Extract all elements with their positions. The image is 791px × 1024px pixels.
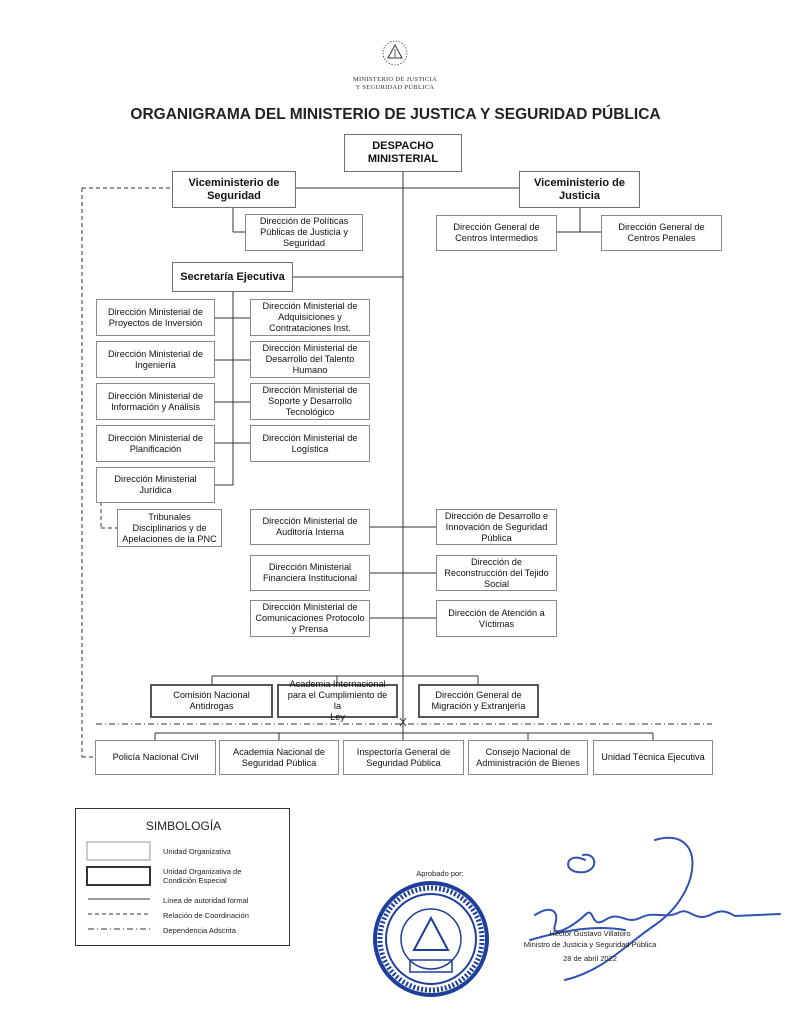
unit-proyectos-inversion: Dirección Ministerial de Proyectos de In…: [96, 299, 215, 336]
unit-inspectoria-general: Inspectoría General de Seguridad Pública: [343, 740, 464, 775]
unit-innovacion-seguridad: Dirección de Desarrollo e Innovación de …: [436, 509, 557, 545]
legend: SIMBOLOGÍA Unidad Organizativa Unidad Or…: [75, 808, 290, 946]
unit-migracion-extranjeria: Dirección General de Migración y Extranj…: [418, 684, 539, 718]
unit-atencion-victimas: Dirección de Atención a Víctimas: [436, 600, 557, 637]
unit-ingenieria: Dirección Ministerial de Ingeniería: [96, 341, 215, 378]
approved-by-label: Aprobado por:: [416, 869, 464, 878]
unit-policia-nacional-civil: Policía Nacional Civil: [95, 740, 216, 775]
legend-relacion-coordinacion: Relación de Coordinación: [163, 911, 249, 920]
unit-tecnica-ejecutiva: Unidad Técnica Ejecutiva: [593, 740, 713, 775]
page-title: ORGANIGRAMA DEL MINISTERIO DE JUSTICA Y …: [130, 106, 661, 123]
signatory-name: Héctor Gustavo Villatoro: [549, 929, 631, 938]
unit-reconstruccion-tejido-social: Dirección de Reconstrucción del Tejido S…: [436, 555, 557, 591]
unit-informacion-analisis: Dirección Ministerial de Información y A…: [96, 383, 215, 420]
unit-consejo-bienes: Consejo Nacional de Administración de Bi…: [468, 740, 588, 775]
signatory-position: Ministro de Justicia y Seguridad Pública: [523, 940, 657, 949]
legend-title: SIMBOLOGÍA: [145, 819, 222, 833]
unit-viceministerio-seguridad: Viceministerio de Seguridad: [172, 171, 296, 208]
unit-academia-nacional: Academia Nacional de Seguridad Pública: [219, 740, 339, 775]
legend-dependencia-adscrita: Dependencia Adscrita: [163, 926, 236, 935]
legend-unidad-organizativa: Unidad Organizativa: [163, 847, 231, 856]
coat-of-arms-icon: [380, 38, 410, 68]
legend-linea-autoridad: Línea de autoridad formal: [163, 896, 249, 905]
unit-despacho-ministerial: DESPACHO MINISTERIAL: [344, 134, 462, 172]
unit-adquisiciones: Dirección Ministerial de Adquisiciones y…: [250, 299, 370, 336]
ministry-seal-icon: [372, 880, 490, 998]
unit-tribunales-disciplinarios: Tribunales Disciplinarios y de Apelacion…: [117, 509, 222, 547]
legend-condicion-especial: Unidad Organizativa de Condición Especia…: [163, 867, 242, 885]
unit-centros-intermedios: Dirección General de Centros Intermedios: [436, 215, 557, 251]
unit-auditoria-interna: Dirección Ministerial de Auditoría Inter…: [250, 509, 370, 545]
unit-planificacion: Dirección Ministerial de Planificación: [96, 425, 215, 462]
unit-viceministerio-justicia: Viceministerio de Justicia: [519, 171, 640, 208]
unit-logistica: Dirección Ministerial de Logística: [250, 425, 370, 462]
unit-centros-penales: Dirección General de Centros Penales: [601, 215, 722, 251]
unit-comision-antidrogas: Comisión Nacional Antidrogas: [150, 684, 273, 718]
unit-secretaria-ejecutiva: Secretaría Ejecutiva: [172, 262, 293, 292]
unit-academia-internacional: Academia Internacional para el Cumplimie…: [277, 679, 398, 722]
unit-juridica: Dirección Ministerial Jurídica: [96, 467, 215, 503]
unit-soporte-tecnologico: Dirección Ministerial de Soporte y Desar…: [250, 383, 370, 420]
unit-comunicaciones: Dirección Ministerial de Comunicaciones …: [250, 600, 370, 637]
unit-talento-humano: Dirección Ministerial de Desarrollo del …: [250, 341, 370, 378]
approval-date: 28 de abril 2022: [563, 954, 617, 963]
unit-politicas-publicas: Dirección de Políticas Públicas de Justi…: [245, 214, 363, 251]
unit-financiera-institucional: Dirección Ministerial Financiera Institu…: [250, 555, 370, 591]
signature-icon: [505, 830, 785, 990]
ministry-name: MINISTERIO DE JUSTICIA Y SEGURIDAD PÚBLI…: [352, 76, 438, 91]
